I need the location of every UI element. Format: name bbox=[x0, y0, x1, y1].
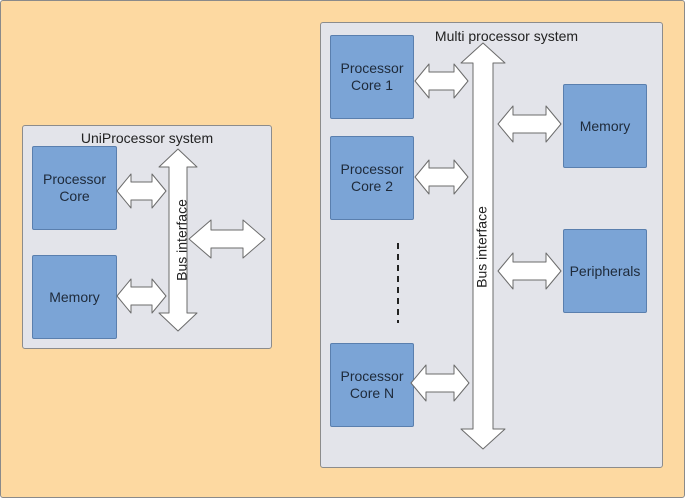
core2-label: Processor Core 2 bbox=[340, 161, 404, 194]
multi-memory-block: Memory bbox=[563, 84, 647, 168]
uni-memory-label: Memory bbox=[49, 288, 100, 305]
uni-memory-block: Memory bbox=[32, 255, 117, 339]
memory-bus-arrow bbox=[497, 105, 562, 143]
multi-memory-label: Memory bbox=[579, 117, 631, 134]
coreN-bus-arrow bbox=[410, 364, 470, 402]
core1-bus-arrow bbox=[414, 63, 469, 99]
uniprocessor-title: UniProcessor system bbox=[80, 130, 214, 146]
uni-processor-core-block: Processor Core bbox=[32, 146, 117, 230]
core1-label: Processor Core 1 bbox=[340, 60, 404, 93]
peripherals-block: Peripherals bbox=[563, 229, 647, 313]
multi-bus-label: Bus interface bbox=[474, 206, 490, 288]
core2-bus-arrow bbox=[414, 159, 469, 195]
peripherals-bus-arrow bbox=[497, 252, 562, 290]
coreN-label: Processor Core N bbox=[340, 368, 404, 401]
coreN-block: Processor Core N bbox=[330, 343, 414, 427]
uni-external-arrow bbox=[188, 219, 266, 259]
uni-processor-core-label: Processor Core bbox=[42, 171, 107, 204]
core1-block: Processor Core 1 bbox=[330, 35, 414, 119]
uni-processor-bus-arrow bbox=[116, 173, 167, 209]
uni-bus-arrow bbox=[158, 148, 198, 332]
multiprocessor-title: Multi processor system bbox=[434, 28, 579, 44]
uni-bus-label: Bus interface bbox=[174, 199, 190, 281]
multi-bus-arrow bbox=[460, 42, 506, 450]
uni-memory-bus-arrow bbox=[116, 278, 167, 314]
peripherals-label: Peripherals bbox=[569, 262, 641, 279]
core2-block: Processor Core 2 bbox=[330, 136, 414, 220]
